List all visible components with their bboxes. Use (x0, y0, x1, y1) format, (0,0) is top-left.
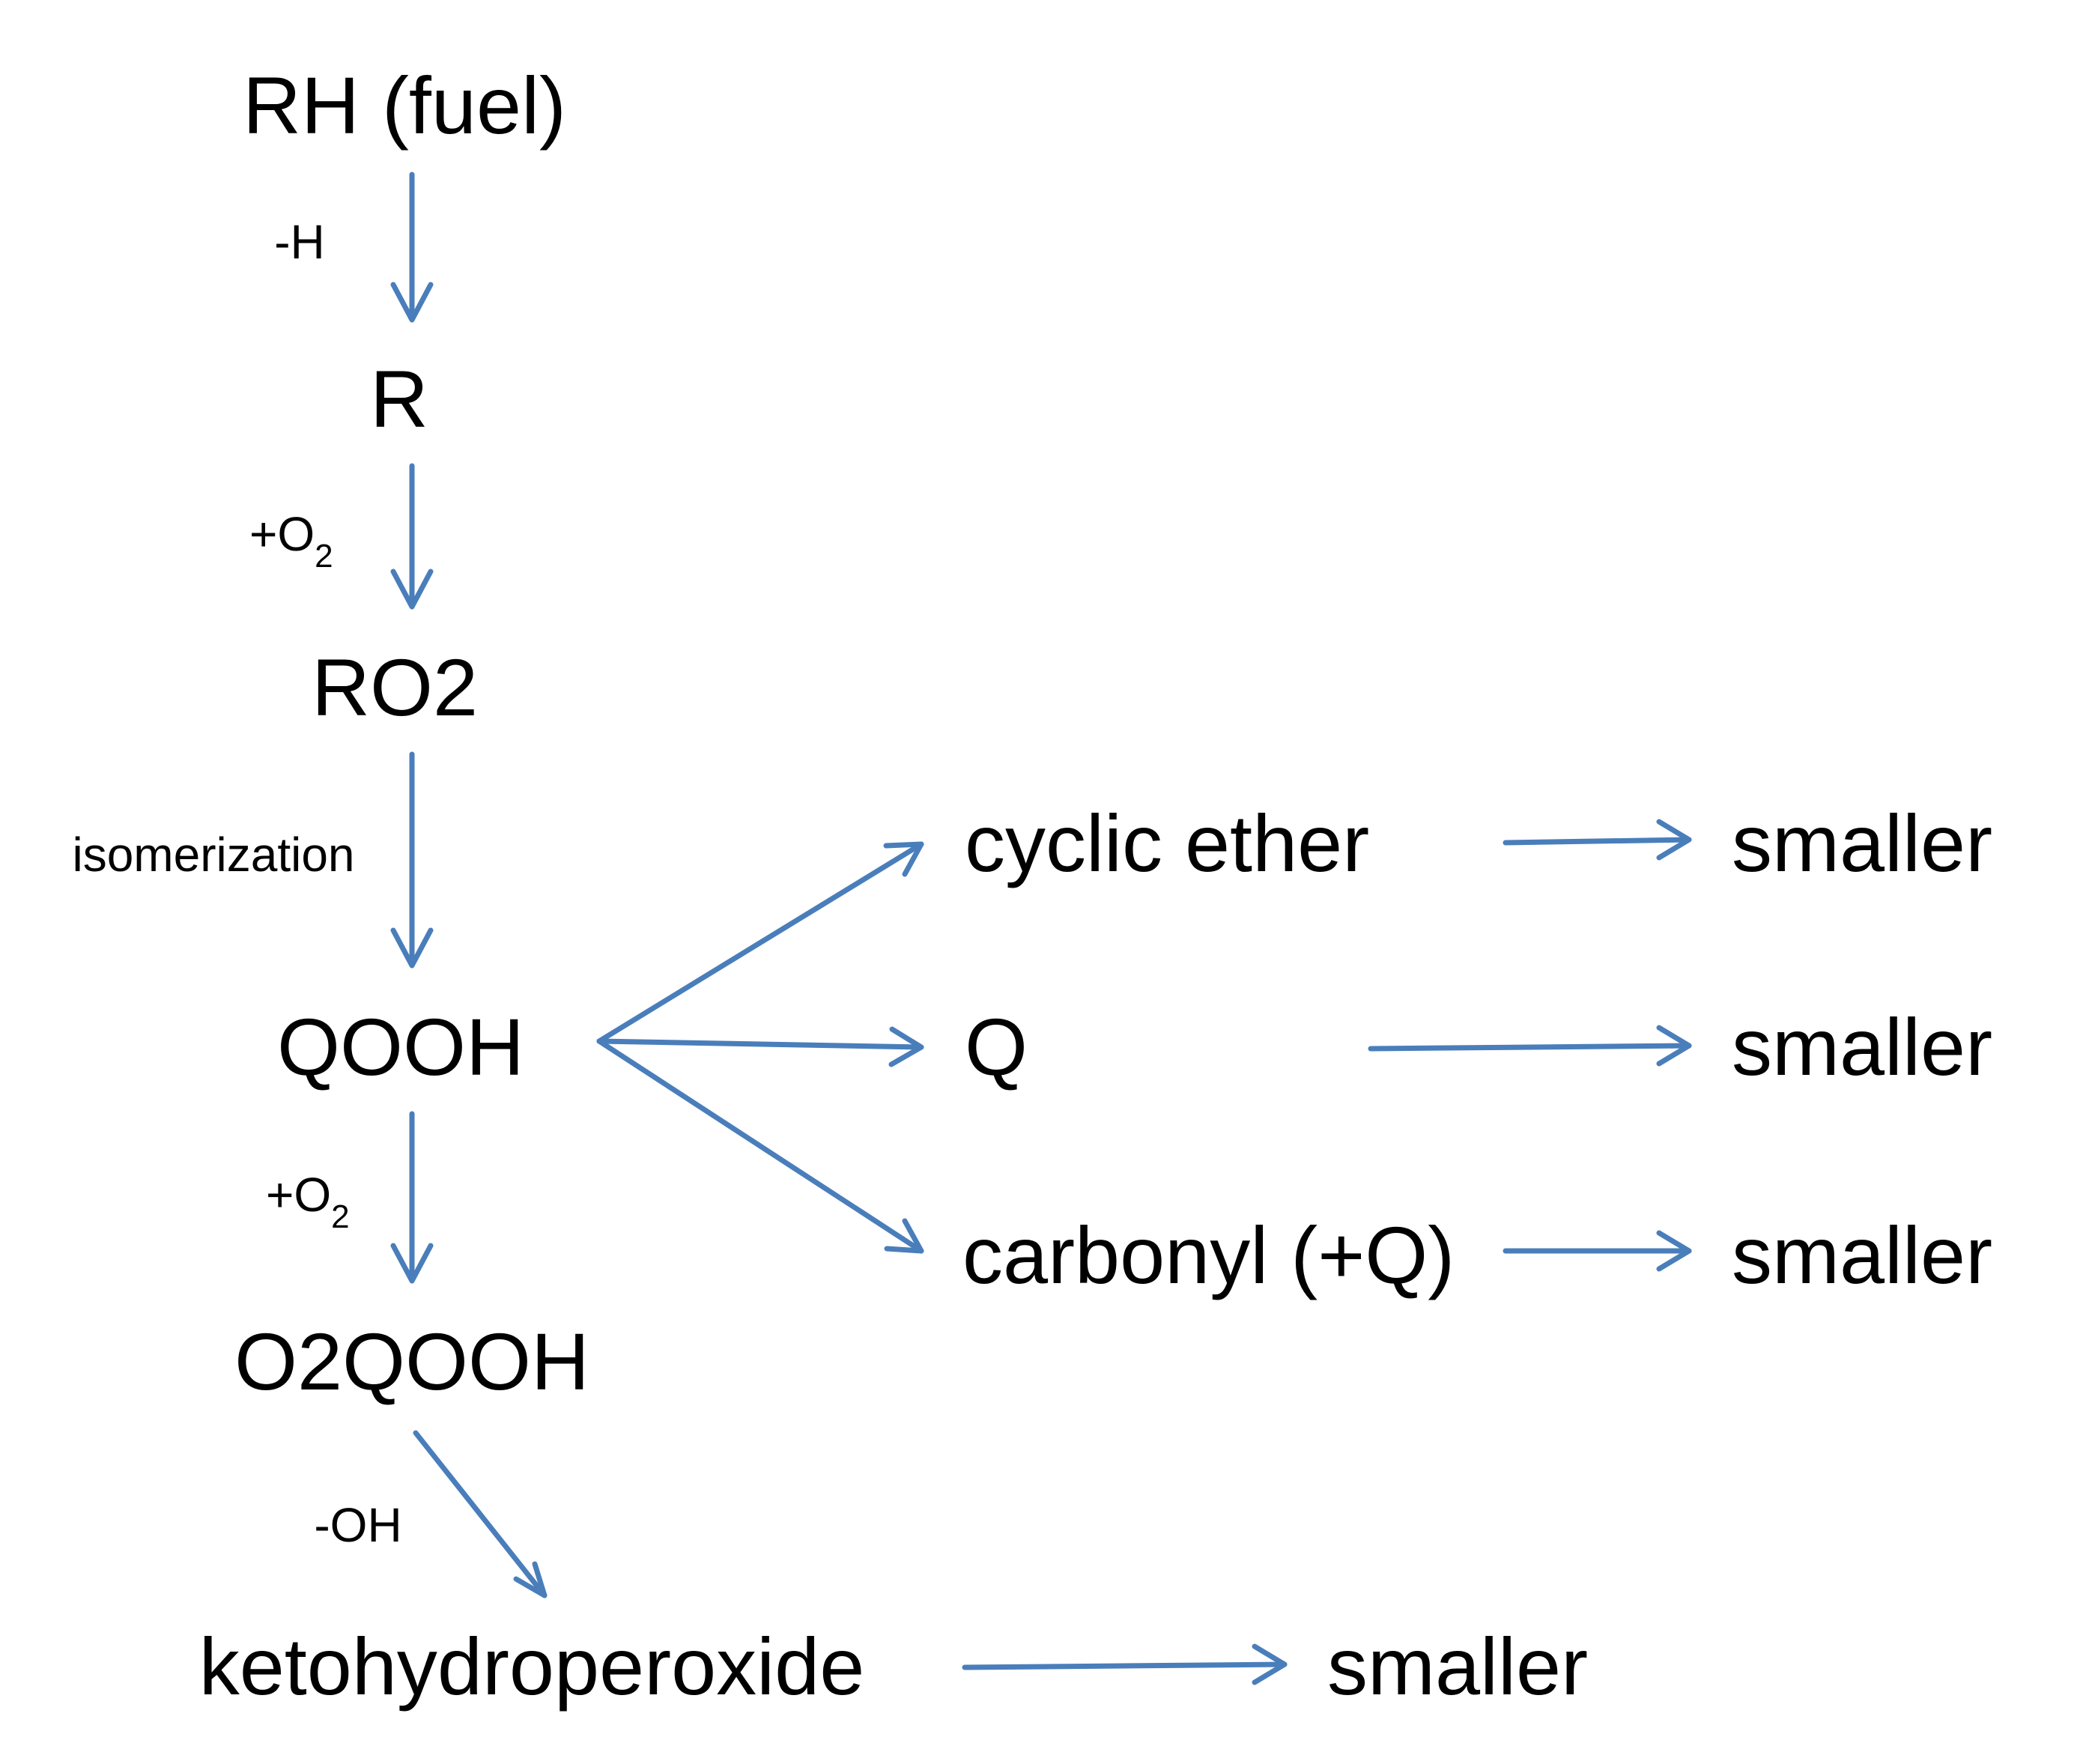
step-label-h-abstraction: -H (274, 215, 325, 269)
step-label-o2-addition-2: +O2 (266, 1168, 350, 1235)
arrow-rh-to-r (390, 172, 434, 323)
step-label-o2-addition-1: +O2 (249, 507, 333, 575)
product-smaller-carbonyl: smaller (1732, 1210, 1992, 1300)
species-r: R (370, 354, 428, 444)
step-label-isomerization: isomerization (72, 828, 354, 882)
species-q: Q (965, 1001, 1028, 1092)
species-o2qooh: O2QOOH (234, 1316, 589, 1407)
species-cyclic-ether: cyclic ether (965, 798, 1369, 888)
arrow-r-to-ro2 (390, 463, 434, 610)
step-label-o2-addition-1-sub: 2 (315, 538, 333, 575)
step-label-o2-addition-1-main: +O (249, 507, 315, 561)
step-label-oh-loss: -OH (314, 1498, 401, 1552)
species-ketohydroperoxide: ketohydroperoxide (199, 1621, 865, 1712)
species-rh: RH (fuel) (243, 60, 566, 151)
arrow-ro2-to-qooh (390, 751, 434, 969)
species-ro2: RO2 (312, 642, 478, 733)
arrow-qooh-to-cyclic-ether (596, 841, 924, 1044)
product-smaller-cyclic-ether: smaller (1732, 798, 1992, 888)
step-label-o2-addition-2-sub: 2 (331, 1198, 349, 1235)
species-qooh: QOOH (277, 1001, 524, 1092)
product-smaller-ketohydroperoxide: smaller (1327, 1621, 1588, 1712)
arrow-qooh-to-q (596, 1026, 924, 1067)
product-smaller-q: smaller (1732, 1001, 1992, 1092)
arrow-cyclic-ether-to-smaller (1503, 819, 1692, 861)
species-carbonyl: carbonyl (+Q) (962, 1210, 1455, 1300)
arrow-q-to-smaller (1368, 1025, 1692, 1067)
arrow-qooh-to-o2qooh (390, 1111, 434, 1284)
arrow-qooh-to-carbonyl (596, 1038, 924, 1254)
arrow-ketohydroperoxide-to-smaller (962, 1643, 1288, 1685)
arrow-o2qooh-to-ketohydroperoxide (413, 1430, 548, 1598)
step-label-o2-addition-2-main: +O (266, 1168, 331, 1222)
arrow-carbonyl-to-smaller (1503, 1230, 1692, 1272)
